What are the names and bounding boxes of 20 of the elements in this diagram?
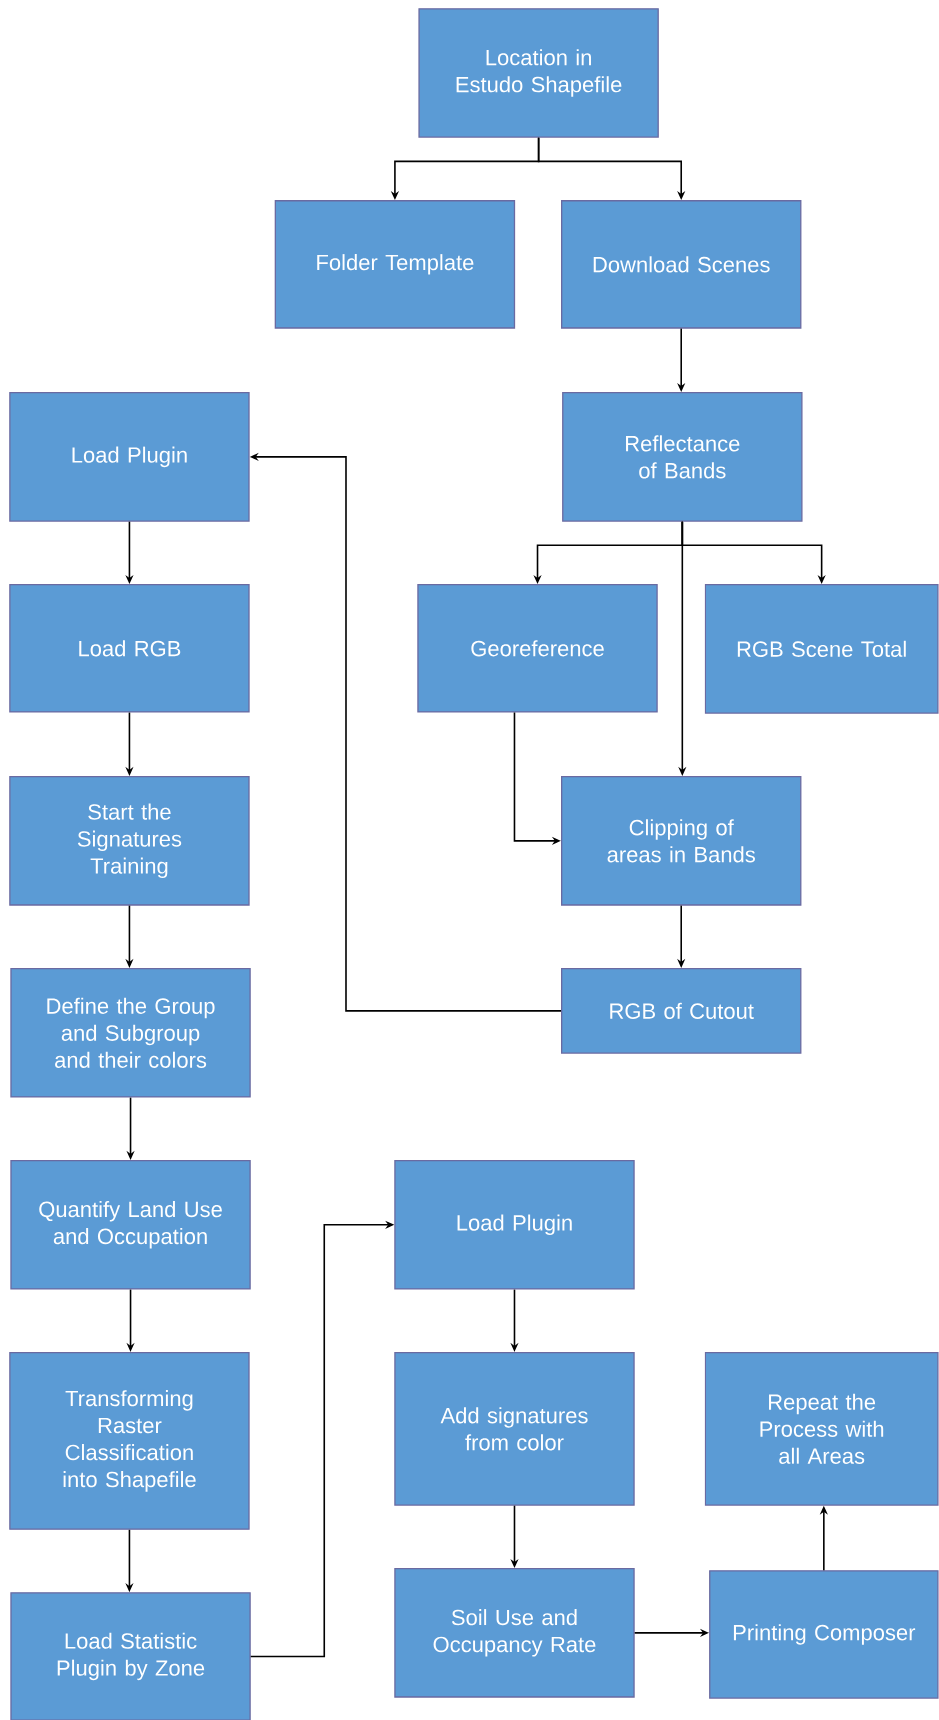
process-box: Define the Group and Subgroup and their colors — [10, 968, 251, 1098]
process-box: Repeat the Process with all Areas — [704, 1351, 939, 1506]
process-box: Soil Use and Occupancy Rate — [394, 1568, 635, 1698]
process-box: Folder Template — [274, 200, 516, 329]
process-box: Load Statistic Plugin by Zone — [10, 1592, 251, 1720]
process-box: Quantify Land Use and Occupation — [10, 1159, 251, 1290]
process-box: Georeference — [417, 584, 658, 713]
process-box: Location in Estudo Shapefile — [418, 8, 659, 138]
process-box: Add signatures from color — [394, 1351, 635, 1506]
process-box: Start the Signatures Training — [9, 776, 250, 906]
process-box: Load Plugin — [9, 392, 250, 522]
process-box: Load Plugin — [394, 1159, 635, 1290]
process-box: Download Scenes — [561, 200, 802, 329]
process-box: Load RGB — [9, 584, 250, 713]
process-box: Printing Composer — [709, 1570, 939, 1699]
process-box: RGB of Cutout — [561, 967, 802, 1054]
process-box: Reflectance of Bands — [562, 392, 803, 522]
process-box: RGB Scene Total — [704, 584, 939, 714]
process-box: Clipping of areas in Bands — [561, 776, 802, 906]
process-box: Transforming Raster Classification into Shapefile — [9, 1351, 250, 1530]
